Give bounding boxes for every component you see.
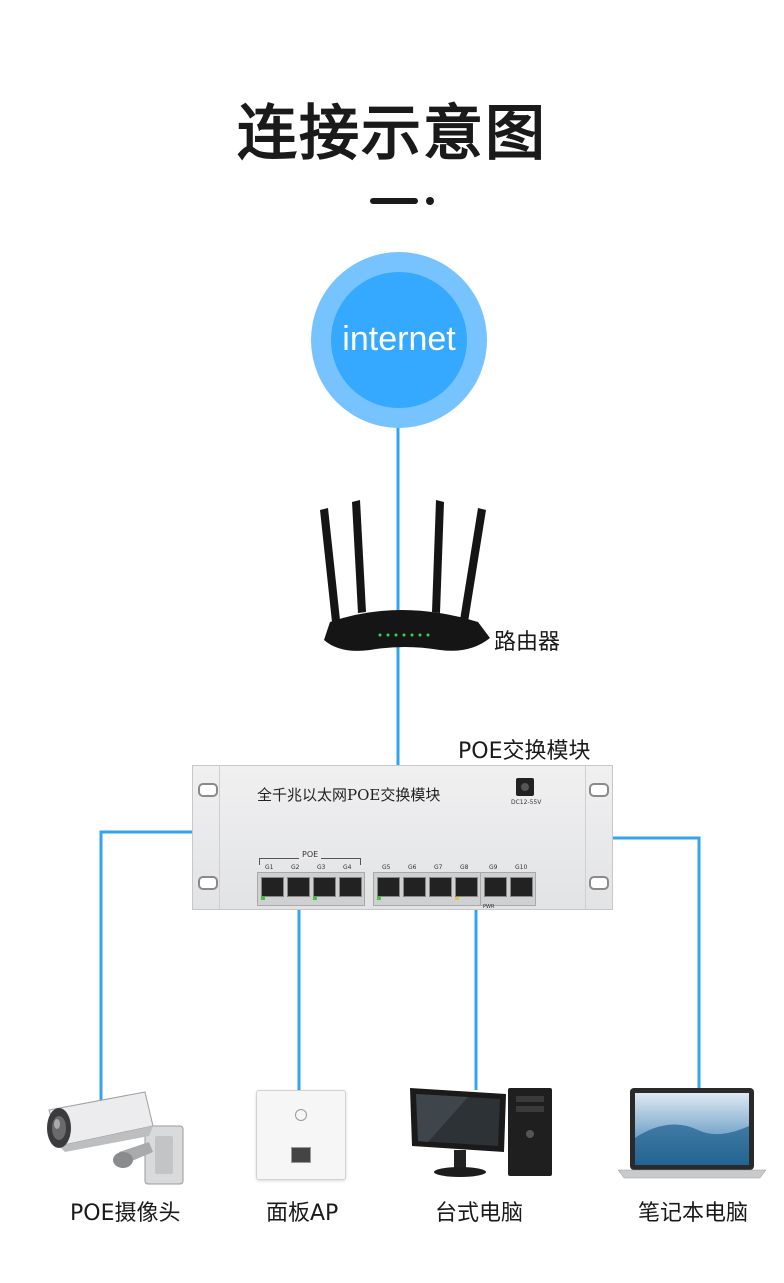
- port-label: G10: [515, 864, 528, 871]
- port-led: [313, 897, 317, 900]
- mount-hole: [589, 876, 609, 890]
- title-divider: [366, 193, 438, 212]
- poe-group-label: POE: [299, 850, 322, 859]
- port-label: G9: [489, 864, 498, 871]
- port-label: G4: [343, 864, 352, 871]
- panel-ap-icon: [256, 1090, 346, 1180]
- mount-hole: [198, 783, 218, 797]
- poe-switch-module: 全千兆以太网POE交换模块 DC12-55V POE G1 G2 G3 G4 G…: [192, 765, 613, 910]
- mount-hole: [198, 876, 218, 890]
- rj45-port[interactable]: [455, 877, 478, 897]
- switch-caption: POE交换模块: [458, 739, 591, 764]
- port-label: G5: [382, 864, 391, 871]
- port-label: G6: [408, 864, 417, 871]
- internet-label: internet: [342, 320, 456, 358]
- desktop-icon: [408, 1082, 556, 1186]
- mount-hole: [589, 783, 609, 797]
- rj45-port[interactable]: [287, 877, 310, 897]
- line-switch-camera: [99, 830, 192, 1100]
- rj45-port[interactable]: [377, 877, 400, 897]
- switch-panel-title: 全千兆以太网POE交换模块: [257, 786, 441, 804]
- line-switch-laptop: [610, 836, 701, 1090]
- port-label: G2: [291, 864, 300, 871]
- dc-jack-icon: [516, 778, 534, 796]
- device-label-desktop: 台式电脑: [435, 1201, 524, 1226]
- dc-label: DC12-55V: [511, 799, 542, 806]
- rj45-port[interactable]: [484, 877, 507, 897]
- router-icon: [320, 500, 495, 664]
- camera-icon: [45, 1090, 185, 1189]
- internet-node: internet: [311, 252, 487, 432]
- device-label-camera: POE摄像头: [70, 1201, 181, 1226]
- rj45-port[interactable]: [510, 877, 533, 897]
- pwr-label: PWR: [483, 904, 495, 910]
- port-label: G7: [434, 864, 443, 871]
- rj45-port[interactable]: [339, 877, 362, 897]
- port-led: [377, 897, 381, 900]
- rj45-port[interactable]: [313, 877, 336, 897]
- port-label: G1: [265, 864, 274, 871]
- port-label: G3: [317, 864, 326, 871]
- device-label-panel-ap: 面板AP: [266, 1201, 339, 1226]
- laptop-icon: [617, 1086, 768, 1185]
- rj45-port[interactable]: [261, 877, 284, 897]
- rj45-port[interactable]: [403, 877, 426, 897]
- port-label: G8: [460, 864, 469, 871]
- device-label-laptop: 笔记本电脑: [638, 1201, 749, 1226]
- port-led: [455, 897, 459, 900]
- rj45-port[interactable]: [429, 877, 452, 897]
- router-label: 路由器: [494, 630, 561, 655]
- page-title: 连接示意图: [237, 99, 547, 169]
- port-led: [261, 897, 265, 900]
